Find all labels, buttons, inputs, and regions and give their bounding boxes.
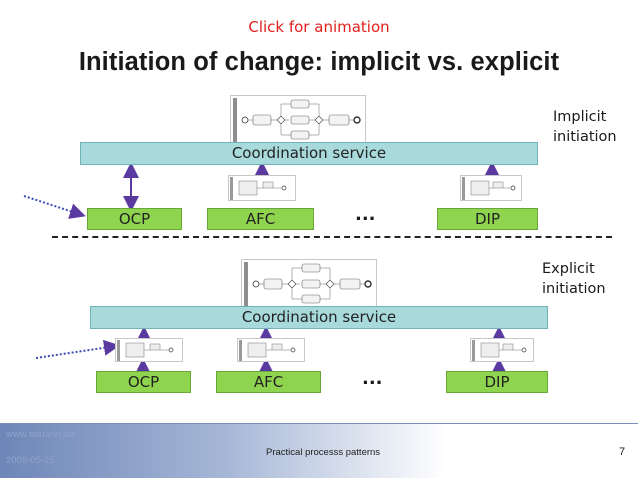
animation-hint[interactable]: Click for animation <box>248 18 390 36</box>
section-divider <box>52 236 612 238</box>
footer-title: Practical processs patterns <box>266 447 381 458</box>
implicit-note: Implicit initiation <box>553 107 617 147</box>
top-ellipsis: ... <box>355 204 376 225</box>
top-dip-process-thumb <box>460 175 522 201</box>
bottom-dip-box: DIP <box>446 371 548 393</box>
footer-website: www.eduarin.biz <box>6 429 76 440</box>
implicit-note-line-1: Implicit <box>553 109 607 125</box>
top-process-diagram <box>230 95 366 143</box>
top-afc-box: AFC <box>207 208 314 230</box>
slide-title: Initiation of change: implicit vs. expli… <box>78 48 560 76</box>
page-number: 7 <box>619 446 626 458</box>
bottom-ocp-dotted-arrow <box>35 339 120 359</box>
explicit-note-line-1: Explicit <box>542 261 595 277</box>
explicit-note: Explicit initiation <box>542 259 606 299</box>
footer-date: 2008-05-25 <box>6 455 55 466</box>
top-coordination-service: Coordination service <box>80 142 538 165</box>
footer-divider <box>0 423 638 424</box>
implicit-note-line-2: initiation <box>553 129 617 145</box>
bottom-afc-box: AFC <box>216 371 321 393</box>
bottom-ocp-box: OCP <box>96 371 191 393</box>
bottom-afc-process-thumb <box>237 338 305 362</box>
bottom-ocp-process-thumb <box>115 338 183 362</box>
bottom-process-diagram <box>241 259 377 307</box>
slide-footer <box>0 424 638 478</box>
top-ocp-box: OCP <box>87 208 182 230</box>
bottom-coordination-service: Coordination service <box>90 306 548 329</box>
explicit-note-line-2: initiation <box>542 281 606 297</box>
top-ocp-dotted-arrow <box>23 195 86 219</box>
bottom-dip-process-thumb <box>470 338 534 362</box>
top-afc-process-thumb <box>228 175 296 201</box>
top-dip-box: DIP <box>437 208 538 230</box>
bottom-ellipsis: ... <box>362 368 383 389</box>
